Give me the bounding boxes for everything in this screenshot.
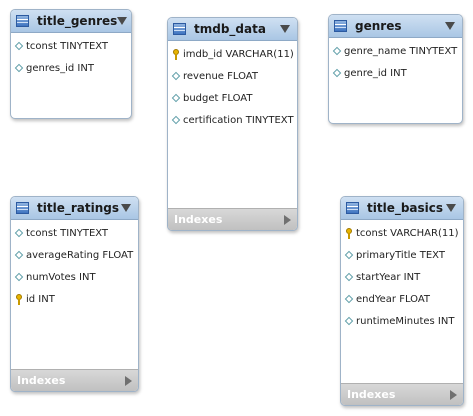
column-label: revenue FLOAT [183,70,258,82]
diamond-icon [332,46,342,56]
column-label: averageRating FLOAT [26,249,134,261]
column-row[interactable]: genre_name TINYTEXT [329,40,462,62]
indexes-bar[interactable]: Indexes [341,383,463,405]
column-row[interactable]: numVotes INT [11,266,138,288]
column-row[interactable]: genres_id INT [11,57,131,79]
diamond-icon [14,41,24,51]
column-label: genres_id INT [26,62,94,74]
table-tmdb-data[interactable]: tmdb_data imdb_id VARCHAR(11) revenue FL… [167,17,298,231]
diamond-icon [14,250,24,260]
column-label: runtimeMinutes INT [356,315,455,327]
table-icon [16,202,29,214]
column-row[interactable]: revenue FLOAT [168,65,297,87]
diamond-icon [171,115,181,125]
column-label: imdb_id VARCHAR(11) [183,48,294,60]
diamond-icon [332,68,342,78]
table-header[interactable]: title_basics [341,197,463,220]
collapse-icon[interactable] [117,17,128,25]
column-label: primaryTitle TEXT [356,249,445,261]
column-label: id INT [26,293,55,305]
column-row[interactable]: tconst TINYTEXT [11,35,131,57]
diamond-icon [171,93,181,103]
collapse-icon[interactable] [446,204,456,212]
column-row[interactable]: endYear FLOAT [341,288,463,310]
diamond-icon [344,294,354,304]
table-icon [16,15,29,27]
table-title: genres [355,19,402,33]
key-icon [345,227,353,239]
indexes-bar[interactable]: Indexes [11,369,138,391]
key-icon [15,293,23,305]
column-label: startYear INT [356,271,421,283]
indexes-bar[interactable]: Indexes [168,208,297,230]
table-title: title_genres [37,14,118,28]
column-row[interactable]: runtimeMinutes INT [341,310,463,332]
collapse-icon[interactable] [445,22,455,30]
table-title-basics[interactable]: title_basics tconst VARCHAR(11) primaryT… [340,196,464,406]
column-label: tconst TINYTEXT [26,227,109,239]
column-row[interactable]: primaryTitle TEXT [341,244,463,266]
table-icon [173,23,186,35]
column-row[interactable]: tconst TINYTEXT [11,222,138,244]
table-header[interactable]: genres [329,15,462,38]
column-label: endYear FLOAT [356,293,431,305]
column-row[interactable]: genre_id INT [329,62,462,84]
column-label: certification TINYTEXT [183,114,294,126]
column-label: genre_id INT [344,67,407,79]
diamond-icon [14,272,24,282]
indexes-label: Indexes [347,388,396,401]
table-icon [334,20,347,32]
diamond-icon [14,63,24,73]
collapse-icon[interactable] [280,25,290,33]
column-row[interactable]: averageRating FLOAT [11,244,138,266]
key-icon [172,48,180,60]
diamond-icon [344,250,354,260]
column-row[interactable]: id INT [11,288,138,310]
column-row[interactable]: startYear INT [341,266,463,288]
diamond-icon [171,71,181,81]
table-header[interactable]: title_genres [11,10,131,33]
table-title-ratings[interactable]: title_ratings tconst TINYTEXT averageRat… [10,196,139,392]
column-label: numVotes INT [26,271,96,283]
table-header[interactable]: title_ratings [11,197,138,220]
expand-arrow-icon[interactable] [284,214,291,225]
table-icon [346,202,359,214]
table-title: title_basics [367,201,444,215]
table-title: tmdb_data [194,22,266,36]
expand-arrow-icon[interactable] [450,389,457,400]
column-row[interactable]: tconst VARCHAR(11) [341,222,463,244]
column-row[interactable]: imdb_id VARCHAR(11) [168,43,297,65]
column-label: genre_name TINYTEXT [344,45,458,57]
column-label: budget FLOAT [183,92,253,104]
diamond-icon [14,228,24,238]
expand-arrow-icon[interactable] [125,375,132,386]
diamond-icon [344,272,354,282]
column-label: tconst TINYTEXT [26,40,109,52]
table-title-genres[interactable]: title_genres tconst TINYTEXT genres_id I… [10,9,132,119]
diamond-icon [344,316,354,326]
indexes-label: Indexes [174,213,223,226]
table-header[interactable]: tmdb_data [168,18,297,41]
column-row[interactable]: budget FLOAT [168,87,297,109]
table-genres[interactable]: genres genre_name TINYTEXT genre_id INT [328,14,463,124]
column-label: tconst VARCHAR(11) [356,227,459,239]
indexes-label: Indexes [17,374,66,387]
collapse-icon[interactable] [121,204,131,212]
table-title: title_ratings [37,201,119,215]
column-row[interactable]: certification TINYTEXT [168,109,297,131]
